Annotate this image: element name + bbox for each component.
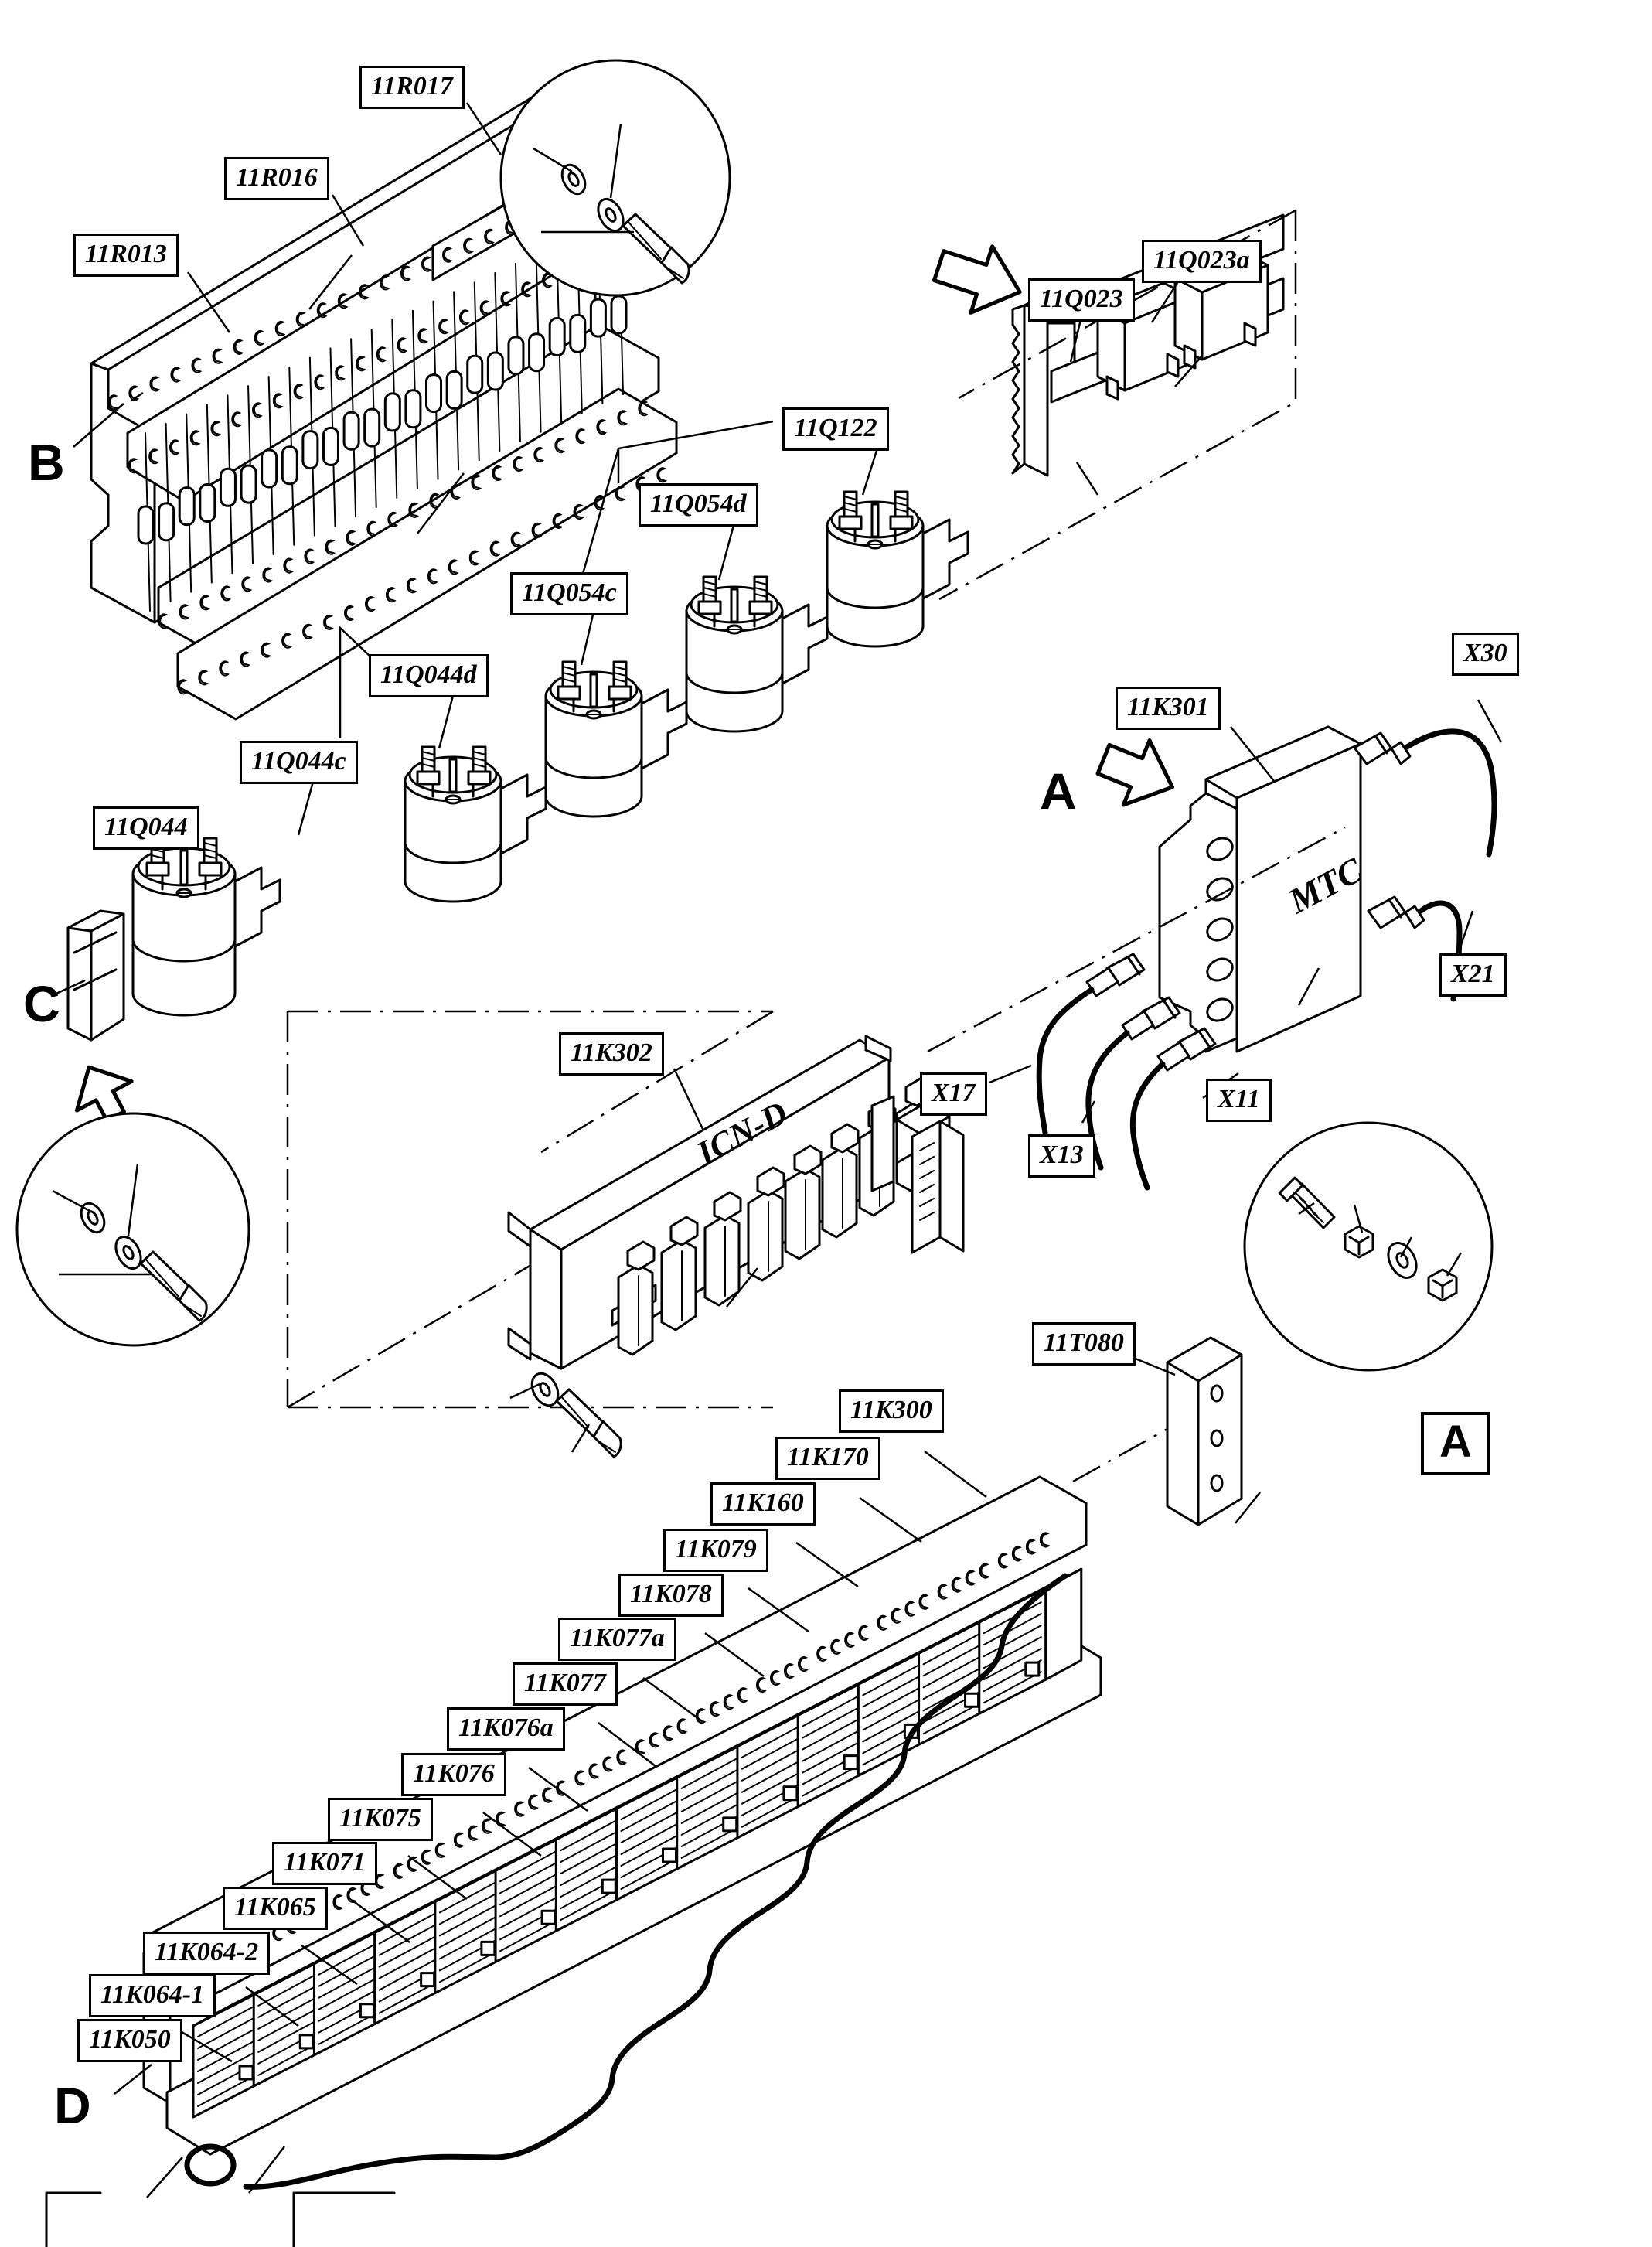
detail-circle-top — [499, 59, 731, 297]
relay-callout-leaders — [181, 1450, 987, 2063]
capacitor-11Q122 — [826, 490, 969, 648]
callout-11q054c: 11Q054c — [510, 572, 628, 615]
callout-11k078: 11K078 — [618, 1574, 724, 1617]
callout-x21: X21 — [1439, 953, 1507, 997]
capacitor-11Q054d — [685, 575, 829, 733]
detail-circle-right — [1243, 1121, 1494, 1372]
callout-11k050: 11K050 — [77, 2019, 182, 2062]
capacitor-bank — [66, 490, 969, 1042]
capacitor-11Q044 — [131, 837, 281, 1017]
view-marker-d: D — [54, 2077, 91, 2134]
callout-11q044d: 11Q044d — [369, 654, 489, 697]
callout-11k170: 11K170 — [775, 1437, 880, 1480]
capacitor-11Q044d — [404, 745, 547, 903]
capacitor-11Q054c — [544, 660, 688, 818]
detail-circle-left — [15, 1112, 250, 1347]
callout-11r013: 11R013 — [73, 234, 179, 277]
callout-11q023: 11Q023 — [1028, 278, 1135, 322]
callout-11k071: 11K071 — [272, 1842, 377, 1885]
callout-11k076a: 11K076a — [447, 1707, 565, 1751]
callout-11q044c: 11Q044c — [240, 741, 358, 784]
callout-11k064-2: 11K064-2 — [143, 1932, 271, 1975]
view-marker-a: A — [1040, 762, 1077, 820]
callout-11r017: 11R017 — [359, 66, 465, 109]
view-marker-b: B — [28, 434, 65, 491]
view-marker-c: C — [23, 975, 60, 1032]
callout-11q044: 11Q044 — [93, 806, 199, 850]
callout-11k079: 11K079 — [663, 1529, 768, 1572]
transformer-module — [1106, 1336, 1261, 1526]
callout-x30: X30 — [1452, 633, 1519, 676]
callout-11k077: 11K077 — [513, 1662, 618, 1706]
view-marker-a-boxed: A — [1421, 1412, 1490, 1475]
callout-11t080: 11T080 — [1032, 1322, 1136, 1366]
callout-11k160: 11K160 — [710, 1482, 816, 1526]
callout-11k300: 11K300 — [839, 1389, 944, 1433]
callout-11k302: 11K302 — [559, 1032, 664, 1076]
callout-11q122: 11Q122 — [782, 407, 889, 451]
callout-11k076: 11K076 — [401, 1753, 506, 1796]
terminal-pins — [137, 216, 628, 612]
callout-11k064-1: 11K064-1 — [89, 1974, 216, 2017]
mtc-module — [989, 699, 1503, 1191]
callout-11k077a: 11K077a — [558, 1618, 676, 1661]
callout-11q054d: 11Q054d — [639, 483, 758, 527]
callout-11k065: 11K065 — [223, 1887, 328, 1930]
callout-11k075: 11K075 — [328, 1798, 433, 1841]
callout-11k301: 11K301 — [1116, 687, 1221, 730]
callout-x11: X11 — [1206, 1079, 1272, 1122]
callout-11r016: 11R016 — [224, 157, 329, 200]
icnd-module — [286, 1010, 965, 1458]
callout-x17: X17 — [920, 1072, 987, 1116]
callout-11q023a: 11Q023a — [1142, 240, 1262, 283]
callout-x13: X13 — [1028, 1134, 1095, 1178]
